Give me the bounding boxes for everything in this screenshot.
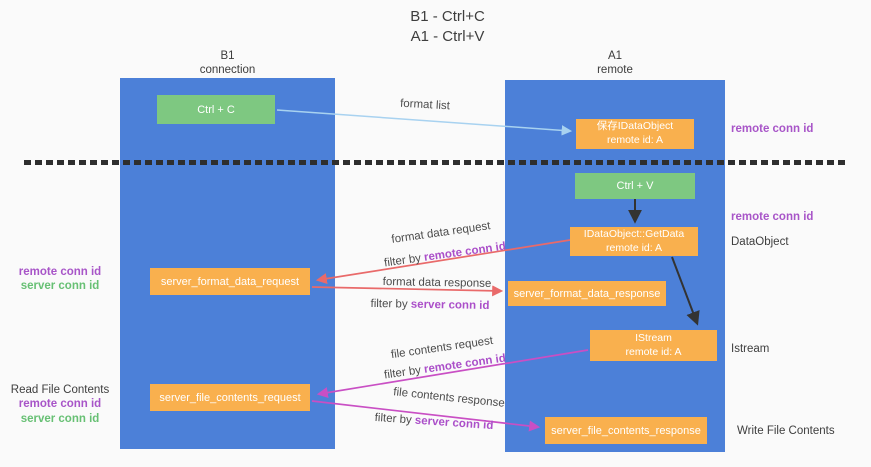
node-istream: IStream remote id: A	[590, 330, 717, 361]
diagram-title: B1 - Ctrl+C A1 - Ctrl+V	[24, 7, 871, 48]
right-remote-conn-id-top: remote conn id	[731, 123, 814, 135]
arrow-format-list	[276, 109, 573, 136]
istream-label: Istream	[731, 343, 770, 355]
column-header-b1: B1 connection	[120, 50, 335, 78]
left-remote-conn-id-label-2: remote conn id	[18, 398, 102, 411]
filter-key-server-conn-id: server conn id	[410, 298, 490, 313]
right-remote-conn-id-mid: remote conn id	[731, 211, 814, 223]
column-a1-name: A1	[607, 50, 623, 62]
column-a1-role: remote	[597, 63, 633, 76]
node-ctrl-v: Ctrl + V	[575, 173, 695, 199]
left-remote-conn-id-label: remote conn id	[18, 266, 102, 278]
filter-prefix: filter by	[374, 411, 413, 427]
column-b1-name: B1	[220, 50, 235, 62]
arrow-getdata-to-istream	[671, 256, 700, 326]
write-file-contents-label: Write File Contents	[737, 425, 835, 437]
node-save-idataobject-line2: remote id: A	[606, 134, 664, 146]
left-server-conn-id-label-2: server conn id	[20, 412, 100, 425]
node-server-file-contents-request: server_file_contents_request	[150, 384, 310, 411]
arrow-file-contents-request	[316, 349, 589, 399]
node-save-idataobject: 保存IDataObject remote id: A	[576, 119, 694, 149]
column-header-a1: A1 remote	[505, 50, 725, 78]
arrow-format-data-response	[311, 285, 504, 297]
node-server-format-data-response: server_format_data_response	[508, 281, 666, 306]
label-filter-server-1: filter by server conn id	[370, 298, 489, 312]
arrow-format-data-request	[315, 239, 571, 285]
node-server-file-contents-response: server_file_contents_response	[545, 417, 707, 444]
node-save-idataobject-line1: 保存IDataObject	[596, 120, 674, 133]
column-b1-role: connection	[199, 63, 256, 76]
read-file-contents-block: Read File Contents remote conn id server…	[2, 383, 118, 426]
node-getdata-line1: IDataObject::GetData	[583, 227, 685, 240]
read-file-contents-label: Read File Contents	[10, 384, 110, 396]
node-ctrl-c: Ctrl + C	[157, 95, 275, 124]
node-istream-line1: IStream	[635, 331, 672, 344]
dataobject-label: DataObject	[731, 236, 789, 248]
filter-prefix: filter by	[370, 297, 408, 311]
node-getdata-line2: remote id: A	[605, 241, 663, 254]
node-idataobject-getdata: IDataObject::GetData remote id: A	[570, 227, 698, 256]
label-format-list: format list	[399, 97, 451, 113]
arrow-file-contents-response	[311, 400, 541, 432]
label-format-data-response: format data response	[382, 276, 492, 290]
left-conn-id-labels: remote conn id server conn id	[6, 265, 114, 294]
node-server-format-data-request: server_format_data_request	[150, 268, 310, 295]
left-server-conn-id-label: server conn id	[20, 280, 100, 293]
title-line-2: A1 - Ctrl+V	[410, 28, 485, 46]
dashed-separator	[24, 160, 846, 165]
node-istream-line2: remote id: A	[625, 345, 682, 358]
title-line-1: B1 - Ctrl+C	[410, 8, 485, 25]
